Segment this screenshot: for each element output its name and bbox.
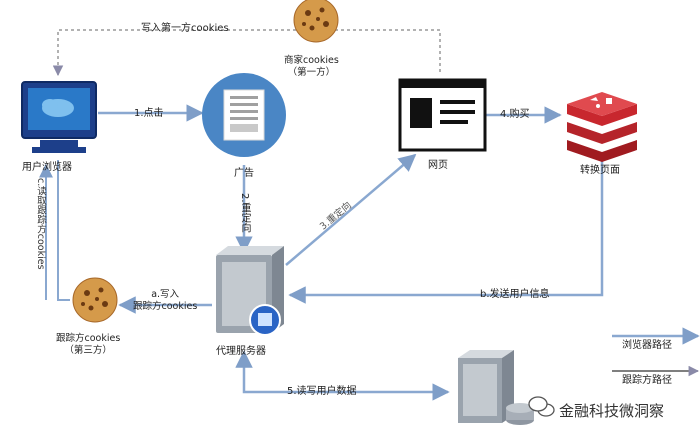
legend-browser-label: 浏览器路径 <box>622 340 672 351</box>
conversion-page-label: 转换页面 <box>580 165 620 176</box>
purchase-label: 4.购买 <box>500 109 530 120</box>
first-party-cookie-label: 商家cookies （第一方） <box>284 55 339 78</box>
send-user-info-label: b.发送用户信息 <box>480 289 550 300</box>
first-party-cookie-icon <box>293 0 339 43</box>
write-first-party-label: 写入第一方cookies <box>141 23 229 34</box>
read-write-data-label: 5.读写用户数据 <box>287 386 357 397</box>
click-label: 1.点击 <box>134 108 164 119</box>
read-tracker-label: c.读取跟踪方cookies <box>35 178 46 270</box>
browser-label: 用户浏览器 <box>22 162 72 173</box>
third-party-cookie-label: 跟踪方cookies （第三方） <box>56 333 121 356</box>
write-tracker-label: a.写入 跟踪方cookies <box>133 289 198 312</box>
wechat-icon <box>528 396 555 417</box>
ad-label: 广告 <box>234 168 254 179</box>
proxy-server-label: 代理服务器 <box>216 346 266 357</box>
write-first-party-path <box>52 29 441 77</box>
webpage-label: 网页 <box>428 160 448 171</box>
redirect-label: 2.重定向 <box>239 193 250 233</box>
proxy-server-icon <box>216 246 284 336</box>
ad-icon <box>202 73 286 157</box>
send-user-info-arrow <box>288 160 604 304</box>
read-tracker-path <box>57 160 70 301</box>
browser-monitor-icon <box>21 81 97 153</box>
webpage-icon <box>398 78 487 152</box>
legend-tracker-label: 跟踪方路径 <box>622 375 672 386</box>
database-server-icon <box>458 350 534 425</box>
redirect-webpage-arrow <box>285 153 417 266</box>
read-write-data-arrow <box>235 350 450 401</box>
conversion-page-icon <box>567 92 637 162</box>
watermark-text: 金融科技微洞察 <box>559 402 665 420</box>
third-party-cookie-icon <box>72 277 118 323</box>
